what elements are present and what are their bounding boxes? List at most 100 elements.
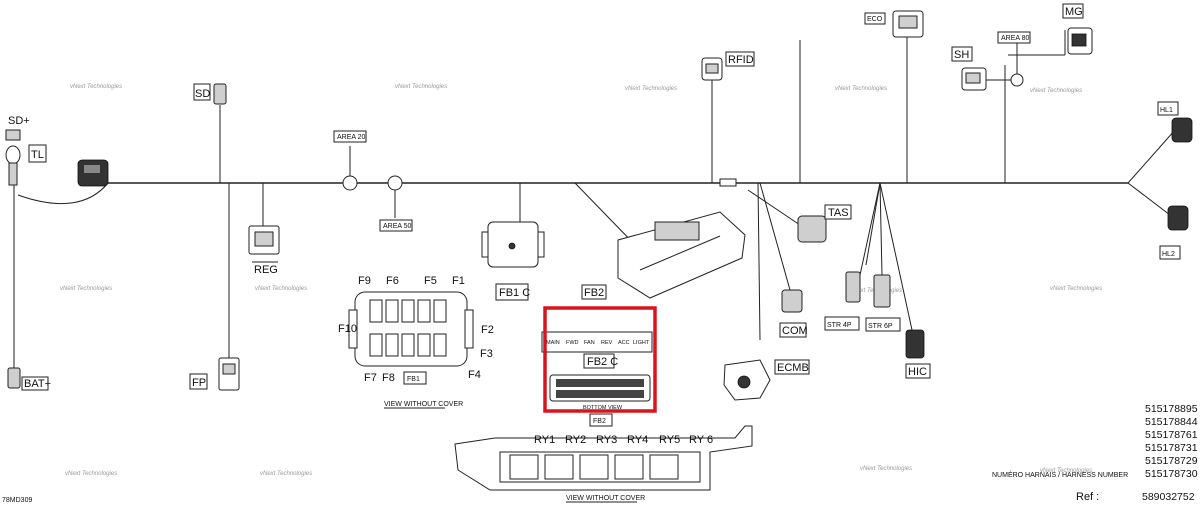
fb2-bottom-label-box bbox=[589, 413, 613, 427]
str6p-plug-icon bbox=[873, 274, 891, 308]
bat-plus-label-box bbox=[21, 376, 49, 391]
fuse-slot bbox=[385, 333, 399, 357]
str-wire bbox=[865, 182, 881, 266]
main-harness-wires bbox=[13, 30, 1176, 368]
sd-label: SD bbox=[195, 88, 210, 100]
eco-connector: ECO bbox=[864, 10, 924, 38]
fb2c-relay-strip bbox=[541, 331, 653, 353]
relay-slot bbox=[509, 454, 539, 480]
fb1c-latch-icon bbox=[537, 231, 545, 258]
sh-label: SH bbox=[954, 49, 969, 61]
str4p-label: STR 4P bbox=[827, 322, 852, 329]
fb2-bottom-label: FB2 bbox=[593, 418, 606, 425]
tas-label-box bbox=[824, 204, 852, 220]
watermark-text: vNext Technologies bbox=[65, 471, 117, 477]
harness-number: 515178730 bbox=[1145, 468, 1198, 480]
fuse-label-f9: F9 bbox=[358, 275, 371, 287]
relay-box-caption: VIEW WITHOUT COVER bbox=[566, 495, 645, 502]
area50-label-box bbox=[379, 219, 413, 232]
tl-label: TL bbox=[31, 149, 44, 161]
hl1-plug-icon bbox=[1171, 117, 1193, 143]
fb1c-label-box bbox=[495, 283, 529, 301]
watermark-text: vNext Technologies bbox=[260, 471, 312, 477]
eco-label: ECO bbox=[867, 16, 883, 23]
hl2-label-box bbox=[1159, 245, 1181, 260]
sh-connector: SH bbox=[951, 46, 987, 91]
relay-box: RY1 RY2 RY3 RY4 RY5 RY 6 VIEW WITHOUT CO… bbox=[454, 425, 753, 503]
sd-plus-label: SD+ bbox=[8, 115, 30, 127]
reg-connector: REG bbox=[248, 225, 280, 276]
str4p-connector: STR 4P bbox=[824, 271, 861, 331]
eco-label-box bbox=[864, 12, 886, 25]
relay-slot bbox=[614, 454, 644, 480]
com-connector: COM bbox=[779, 289, 808, 338]
ecmb-label-box bbox=[774, 359, 810, 375]
com-label-box bbox=[779, 322, 807, 338]
str4p-label-box bbox=[824, 316, 860, 331]
harness-number-caption: NUMÉRO HARNAIS / HARNESS NUMBER bbox=[992, 470, 1128, 479]
tas-wire bbox=[747, 189, 801, 226]
fuse-slot bbox=[401, 333, 415, 357]
harness-clip bbox=[719, 178, 737, 187]
tl-connector: TL bbox=[28, 144, 109, 187]
watermark-text: vNext Technologies bbox=[835, 86, 887, 92]
sd-plug-icon bbox=[213, 83, 227, 105]
fb2-housing-icon bbox=[617, 211, 746, 299]
relay-label-ry1: RY1 bbox=[534, 434, 555, 446]
relay-main-label: MAIN bbox=[546, 340, 560, 346]
fb2-label-box bbox=[581, 284, 607, 300]
watermark-text: vNext Technologies bbox=[395, 84, 447, 90]
harness-number: 515178731 bbox=[1145, 442, 1198, 454]
relay-label-ry6: RY 6 bbox=[689, 434, 713, 446]
fb2-module: FB2 bbox=[581, 211, 746, 300]
str4p-wire bbox=[859, 182, 881, 276]
watermark-text: vNext Technologies bbox=[1030, 88, 1082, 94]
area80-label: AREA 80 bbox=[1001, 35, 1030, 42]
fb1c-pin-icon bbox=[508, 242, 516, 250]
relay-slot bbox=[579, 454, 609, 480]
watermark-text: vNext Technologies bbox=[70, 84, 122, 90]
area50-label: AREA 50 bbox=[383, 223, 412, 230]
relay-fan-label: FAN bbox=[584, 340, 595, 346]
tl-label-box bbox=[28, 144, 47, 163]
fuse-label-f4: F4 bbox=[468, 369, 481, 381]
bat-plus-connector: BAT+ bbox=[7, 367, 51, 391]
relay-light-label: LIGHT bbox=[633, 340, 650, 346]
highlight-box bbox=[543, 306, 657, 413]
area50-marker: AREA 50 bbox=[379, 175, 413, 232]
fb1c-label: FB1 C bbox=[499, 287, 530, 299]
fuse-label-f7: F7 bbox=[364, 372, 377, 384]
rfid-label-box bbox=[725, 51, 755, 67]
ref-value: 589032752 bbox=[1142, 491, 1195, 503]
area20-label-box bbox=[333, 130, 367, 143]
harness-number: 515178729 bbox=[1145, 455, 1198, 467]
hic-label-box bbox=[905, 363, 931, 379]
fuse-slot bbox=[417, 299, 431, 323]
fb2-rib bbox=[639, 235, 721, 271]
fb2c-caption: BOTTOM VIEW bbox=[583, 405, 623, 411]
watermark-text: vNext Technologies bbox=[60, 286, 112, 292]
hl2-wire bbox=[1127, 182, 1171, 216]
watermark-text: vNext Technologies bbox=[625, 86, 677, 92]
harness-number: 515178844 bbox=[1145, 416, 1198, 428]
drawing-id: 78MD309 bbox=[2, 497, 32, 504]
ecmb-label: ECMB bbox=[777, 362, 809, 374]
ecmb-connector: ECMB bbox=[723, 359, 810, 401]
relay-slot bbox=[649, 454, 679, 480]
relay-fwd-label: FWD bbox=[566, 340, 579, 346]
fuse-box-latch bbox=[348, 309, 358, 349]
relay-label-ry4: RY4 bbox=[627, 434, 648, 446]
watermark-text: vNext Technologies bbox=[255, 286, 307, 292]
sd-branch-wire bbox=[17, 182, 109, 205]
sd-plus-connector: SD+ bbox=[5, 115, 30, 186]
str6p-connector: STR 6P bbox=[865, 274, 901, 332]
fb2c-pin-row bbox=[556, 390, 644, 398]
watermarks: vNext Technologies vNext Technologies vN… bbox=[60, 84, 1102, 477]
mg-label: MG bbox=[1065, 6, 1083, 18]
fuse-slot bbox=[401, 299, 415, 323]
fuse-label-f1: F1 bbox=[452, 275, 465, 287]
hic-wire bbox=[879, 182, 913, 331]
harness-number-list: 515178895 515178844 515178761 515178731 … bbox=[992, 403, 1198, 480]
mg-connector: MG bbox=[1062, 3, 1093, 55]
